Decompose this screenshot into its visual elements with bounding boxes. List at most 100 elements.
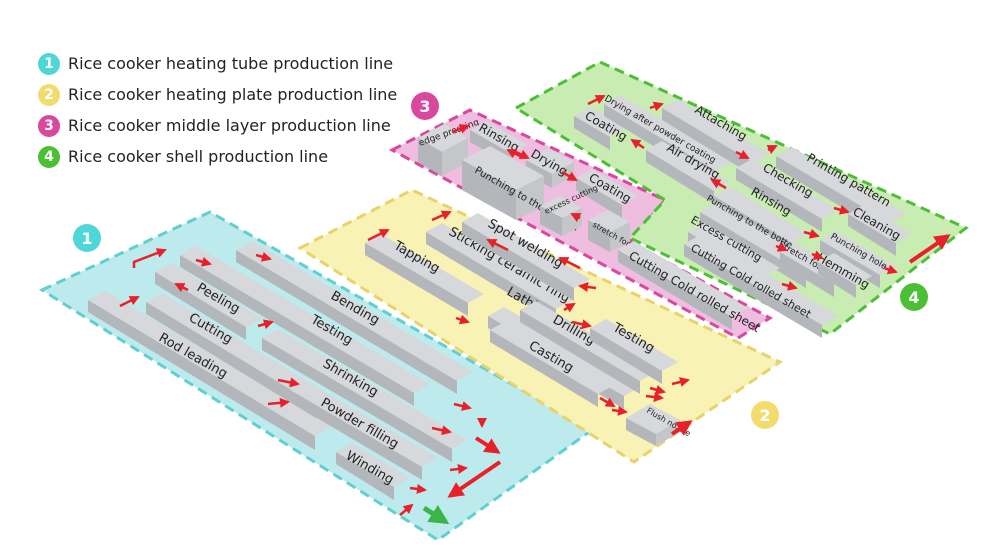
legend-badge-4: 4 xyxy=(38,145,60,168)
station-bar-side xyxy=(574,116,610,150)
flow-arrow xyxy=(367,228,390,242)
station-box-side xyxy=(610,222,630,252)
flow-arrow xyxy=(710,178,727,190)
station-box xyxy=(626,404,680,434)
station-box xyxy=(588,210,630,232)
station-bar xyxy=(365,234,484,303)
station-bar xyxy=(714,187,808,243)
station-bar-side xyxy=(236,250,457,394)
station-bar-side xyxy=(520,310,640,394)
svg-text:2: 2 xyxy=(759,406,770,425)
station-box-side xyxy=(656,420,680,446)
station-bar-side xyxy=(646,150,714,204)
station-bar xyxy=(236,241,473,381)
legend-label-3: Rice cooker middle layer production line xyxy=(68,116,391,135)
station-bar xyxy=(776,147,906,223)
station-bar xyxy=(576,169,638,205)
svg-text:1: 1 xyxy=(81,229,92,248)
station-bar-side xyxy=(426,232,556,322)
zone-4-badge: 4 xyxy=(900,283,928,311)
flow-arrow xyxy=(195,256,212,267)
flow-arrow xyxy=(883,264,898,275)
station-bar xyxy=(180,246,430,393)
station-bar-side xyxy=(180,255,414,406)
station-bar xyxy=(88,291,332,436)
station-bar-side xyxy=(490,330,598,407)
flow-arrow xyxy=(766,144,778,155)
station-bar-side xyxy=(365,243,468,316)
flow-arrow xyxy=(811,250,824,260)
station-bar xyxy=(426,223,572,309)
station-bar xyxy=(290,381,438,467)
station-bar xyxy=(262,329,468,449)
flow-arrow xyxy=(119,295,140,308)
legend-item-3: 3 Rice cooker middle layer production li… xyxy=(38,110,397,141)
zone-2-badge: 2 xyxy=(751,401,779,429)
station-bar-side xyxy=(818,262,856,298)
station-bar xyxy=(470,121,528,154)
flow-arrow xyxy=(630,138,645,150)
station-bar-side xyxy=(618,250,732,330)
station-bar xyxy=(146,293,332,405)
flow-arrow xyxy=(833,204,850,215)
station-box-side xyxy=(552,162,574,188)
station-bar xyxy=(490,321,614,394)
zone-2-exit-arrow xyxy=(670,420,693,436)
station-bar-side xyxy=(576,178,622,218)
station-bar-side xyxy=(146,302,316,418)
station-bar-side xyxy=(780,252,834,297)
station-bar-side xyxy=(262,338,452,462)
zone-4-arrows xyxy=(587,94,898,291)
legend-badge-3: 3 xyxy=(38,114,60,137)
station-box xyxy=(526,148,574,174)
flow-arrow xyxy=(570,212,582,223)
flow-arrow xyxy=(409,483,427,494)
station-bar-side xyxy=(662,108,754,176)
flow-arrow xyxy=(571,319,592,330)
flow-arrow xyxy=(599,396,616,408)
station-bar-side xyxy=(848,214,896,256)
flow-arrow xyxy=(277,377,300,388)
flow-arrow xyxy=(645,392,664,402)
zone-1-badge: 1 xyxy=(73,224,101,252)
station-bar-side xyxy=(336,452,394,500)
zone-1-big-arrows xyxy=(447,436,502,498)
exit-arrow xyxy=(422,504,450,525)
svg-text:3: 3 xyxy=(419,97,430,116)
legend-badge-1: 1 xyxy=(38,52,60,75)
station-bar xyxy=(662,99,770,163)
flow-arrow xyxy=(486,238,509,252)
station-box-side xyxy=(516,176,544,220)
legend-label-2: Rice cooker heating plate production lin… xyxy=(68,85,398,104)
station-box xyxy=(462,146,544,190)
flow-arrow xyxy=(449,464,468,474)
flow-arrow xyxy=(735,149,750,160)
station-bar xyxy=(336,443,410,487)
station-bar xyxy=(590,319,678,371)
station-bar-side xyxy=(736,168,822,232)
flow-arrow xyxy=(515,149,530,160)
legend-badge-2: 2 xyxy=(38,83,60,106)
flow-arrow xyxy=(558,256,581,270)
station-bar xyxy=(646,141,730,191)
flow-arrow xyxy=(447,460,502,498)
station-bar xyxy=(684,235,838,325)
station-bar xyxy=(820,231,896,275)
flow-arrow xyxy=(453,401,472,411)
flow-arrow xyxy=(775,242,788,252)
station-bar xyxy=(604,95,732,171)
zone-1-arrows xyxy=(119,248,487,516)
station-box-side xyxy=(418,138,442,176)
flow-arrow xyxy=(431,425,452,436)
flow-arrow xyxy=(267,397,290,408)
station-bar xyxy=(736,159,838,219)
legend-label-4: Rice cooker shell production line xyxy=(68,147,329,166)
flow-arrow xyxy=(649,101,664,112)
station-bar-side xyxy=(684,244,822,338)
station-bar xyxy=(688,223,780,277)
station-bar xyxy=(488,307,640,396)
station-bar xyxy=(155,263,262,327)
flow-arrow xyxy=(399,503,414,516)
station-bar-side xyxy=(88,300,315,450)
